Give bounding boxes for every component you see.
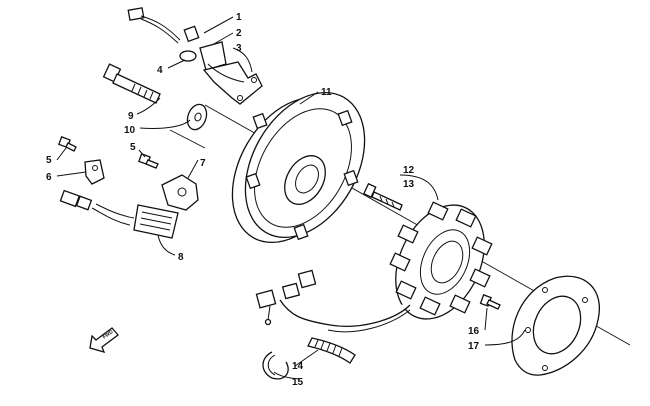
callout-10: 10 <box>124 125 136 136</box>
retaining-ring <box>262 351 289 380</box>
callout-3: 3 <box>236 43 242 54</box>
callout-8: 8 <box>178 252 184 263</box>
plate-screw <box>479 294 501 310</box>
callout-17: 17 <box>468 341 480 352</box>
sensor-screw <box>138 153 159 169</box>
washer <box>186 103 208 131</box>
callout-12: 12 <box>403 165 415 176</box>
forward-label: FWD <box>102 329 115 341</box>
callout-9: 9 <box>128 111 134 122</box>
callout-16: 16 <box>468 326 480 337</box>
callout-15: 15 <box>292 377 304 388</box>
stator <box>389 201 493 320</box>
callout-6: 6 <box>46 172 52 183</box>
flywheel <box>231 91 366 244</box>
backing-plate <box>511 275 600 376</box>
harness-boot <box>307 337 356 364</box>
forward-arrow-icon: FWD <box>89 327 119 353</box>
callout-14: 14 <box>292 361 304 372</box>
callout-5b: 5 <box>130 142 136 153</box>
flywheel-bolt <box>102 63 161 104</box>
stator-screw <box>362 182 403 211</box>
callout-labels: 1 2 3 4 9 10 11 12 13 5 6 5 7 8 14 15 16… <box>46 12 480 388</box>
callout-7: 7 <box>200 158 206 169</box>
callout-4: 4 <box>157 65 163 76</box>
callout-2: 2 <box>236 28 242 39</box>
callout-5a: 5 <box>46 155 52 166</box>
leader-lines <box>56 16 526 380</box>
stator-harness <box>255 269 411 333</box>
callout-13: 13 <box>403 179 415 190</box>
pickup-sensor <box>127 7 263 105</box>
callout-1: 1 <box>236 12 242 23</box>
callout-11: 11 <box>321 87 332 98</box>
wire-clip <box>84 159 105 185</box>
clip-screw <box>58 136 77 152</box>
sensor-harness <box>59 174 199 239</box>
